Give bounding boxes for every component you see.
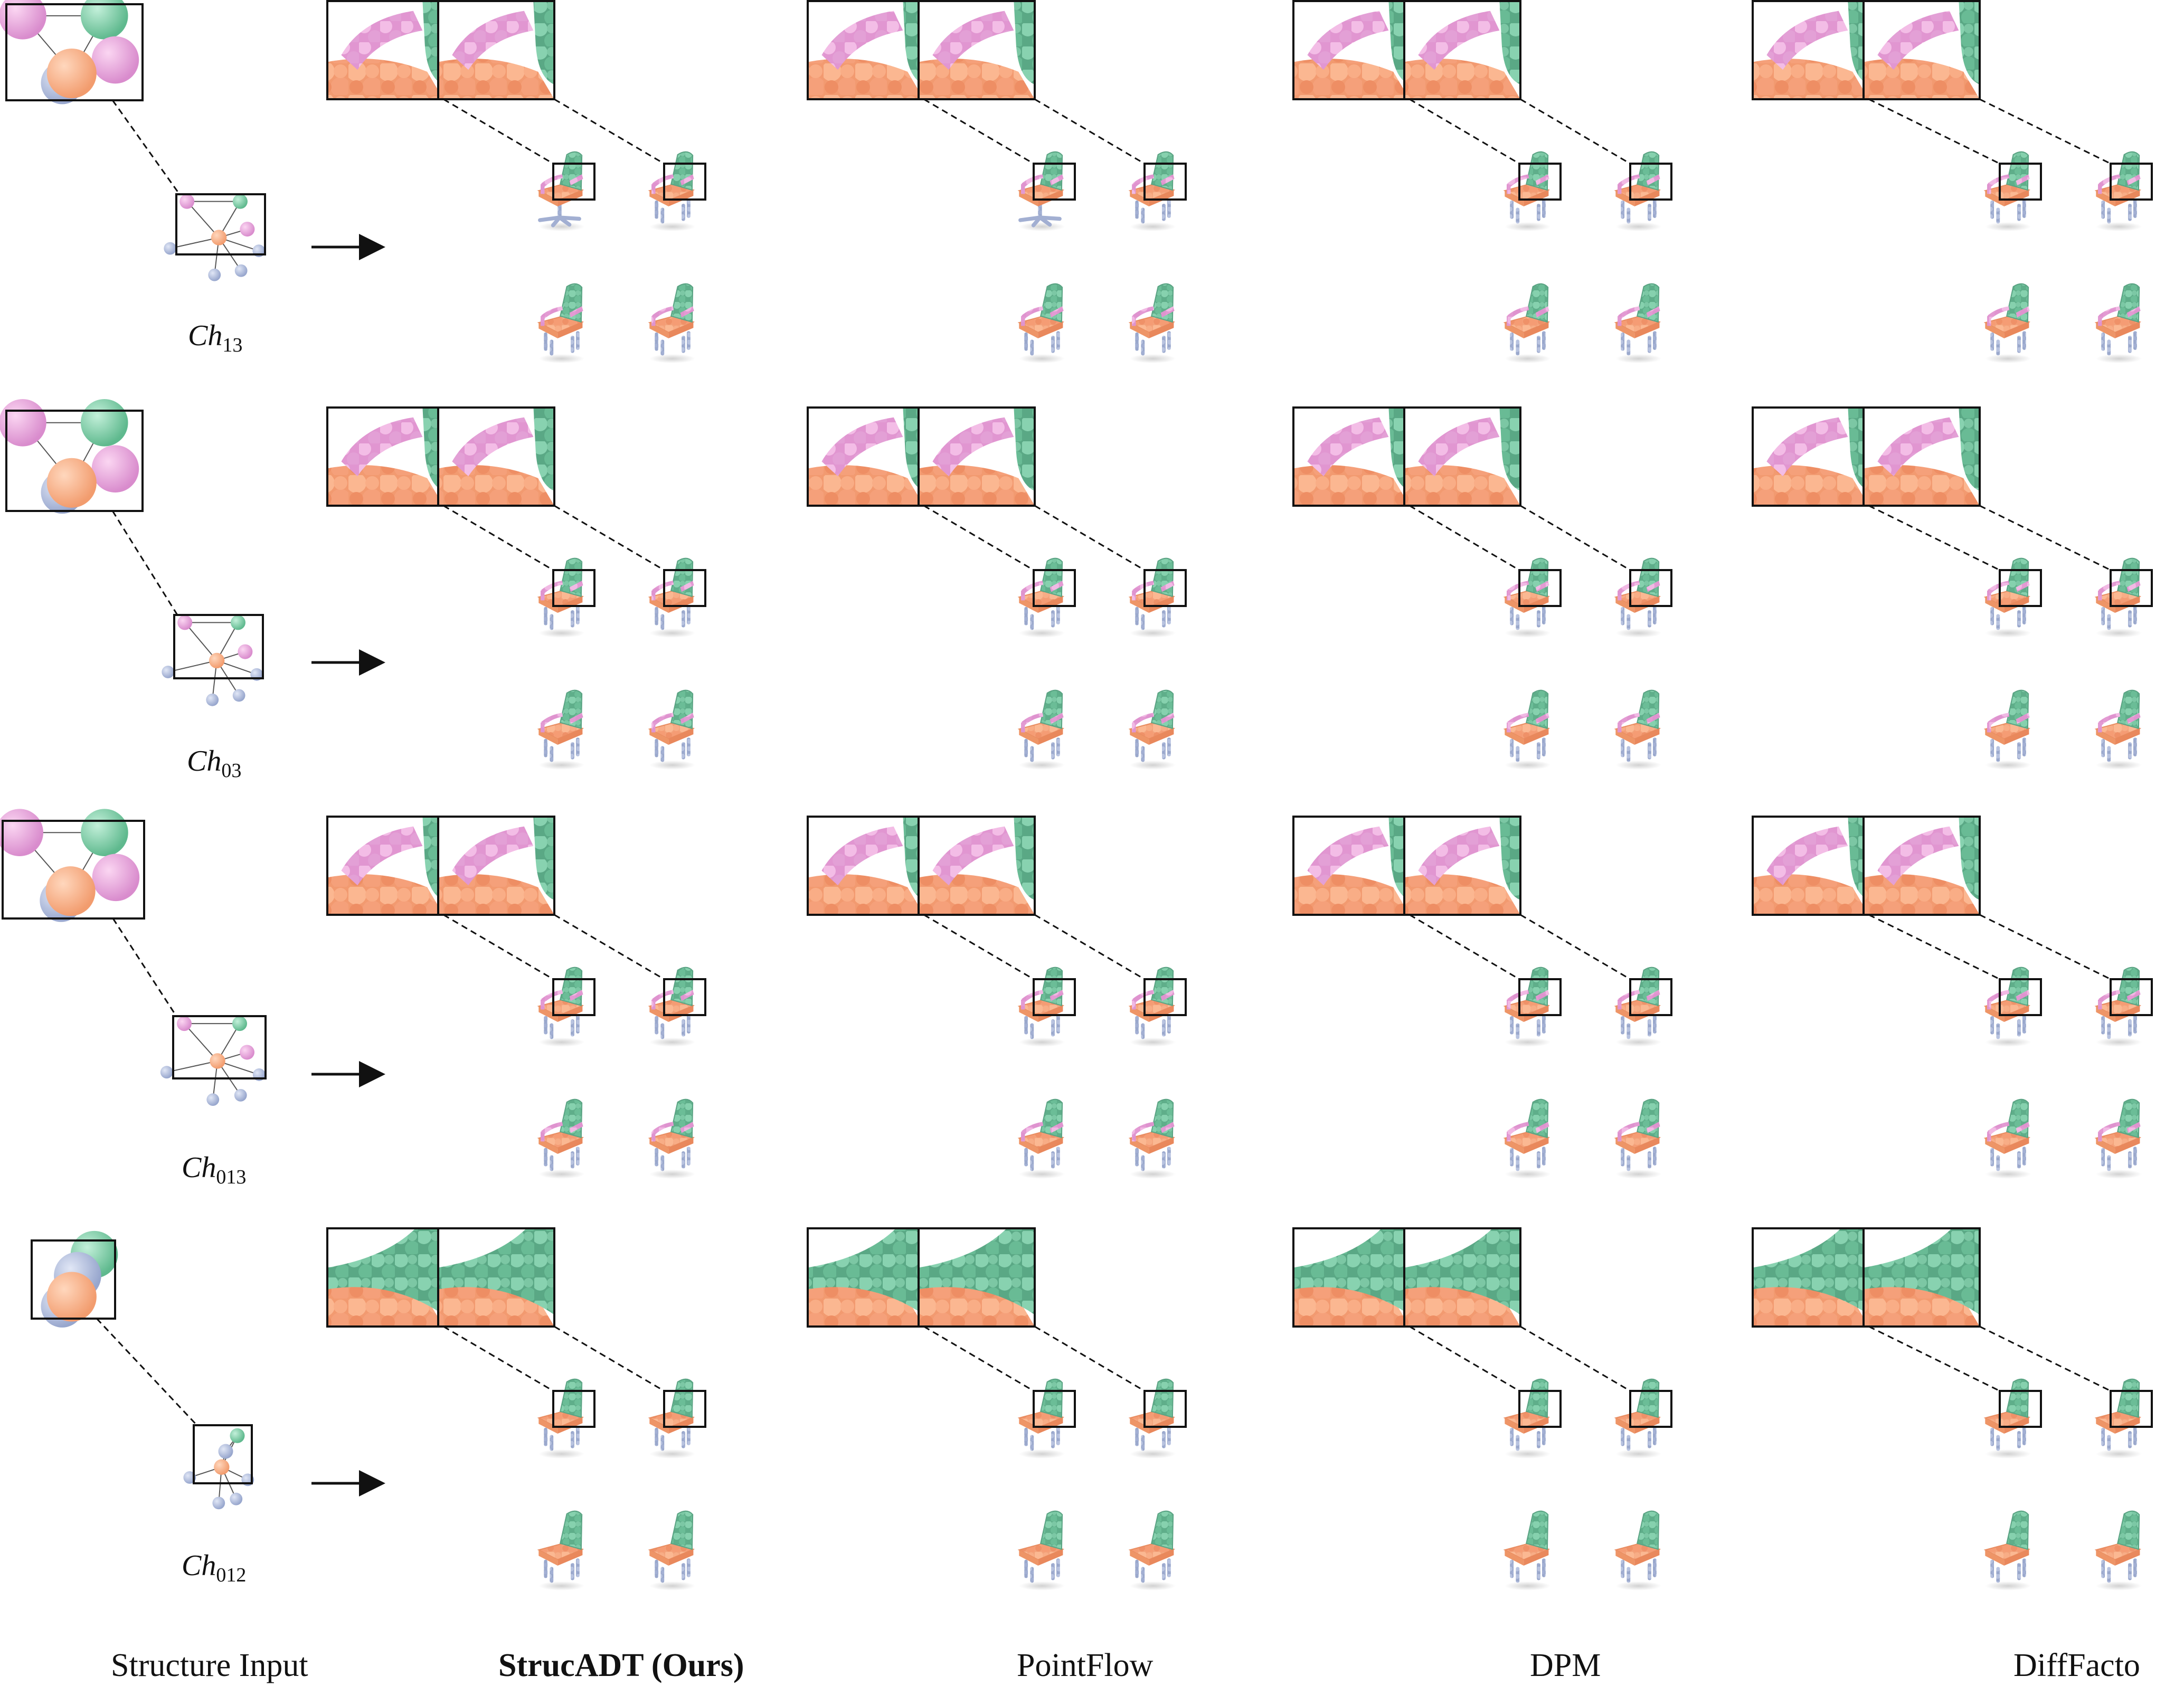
method-2-row-3-chairs	[1292, 1227, 1672, 1591]
column-label-structure-input: Structure Input	[111, 1647, 308, 1683]
row-label-1: Ch03	[187, 745, 242, 782]
method-3-row-2-chairs	[1752, 816, 2153, 1179]
method-3-row-3-chairs	[1752, 1227, 2153, 1591]
figure-rows	[0, 0, 2153, 1591]
row-label-2: Ch013	[182, 1151, 247, 1189]
method-0-row-0-chairs	[326, 0, 706, 364]
method-3-row-1-chairs	[1752, 406, 2153, 770]
structure-graph-0	[0, 0, 266, 281]
column-label-pointflow: PointFlow	[1017, 1647, 1154, 1683]
method-0-row-1-chairs	[326, 406, 706, 770]
method-0-row-2-chairs	[326, 816, 706, 1179]
method-1-row-0-chairs	[807, 0, 1187, 364]
structure-graph-3	[31, 1230, 254, 1510]
figure-row-3	[31, 1227, 2153, 1591]
structure-graph-1	[0, 399, 264, 706]
method-1-row-2-chairs	[807, 816, 1187, 1179]
figure-row-1	[0, 399, 2153, 770]
figure-row-2	[0, 809, 2153, 1179]
column-label-difffacto: DiffFacto	[2013, 1647, 2140, 1683]
method-3-row-0-chairs	[1752, 0, 2153, 364]
method-1-row-1-chairs	[807, 406, 1187, 770]
method-2-row-0-chairs	[1292, 0, 1672, 364]
column-label-dpm: DPM	[1530, 1647, 1601, 1683]
method-1-row-3-chairs	[807, 1227, 1187, 1591]
method-2-row-1-chairs	[1292, 406, 1672, 770]
method-2-row-2-chairs	[1292, 816, 1672, 1179]
row-label-0: Ch13	[188, 319, 243, 357]
column-label-strucadt: StrucADT (Ours)	[498, 1647, 744, 1683]
row-label-3: Ch012	[182, 1549, 247, 1587]
method-0-row-3-chairs	[326, 1227, 706, 1591]
figure-row-0	[0, 0, 2153, 364]
structure-graph-2	[0, 809, 267, 1106]
